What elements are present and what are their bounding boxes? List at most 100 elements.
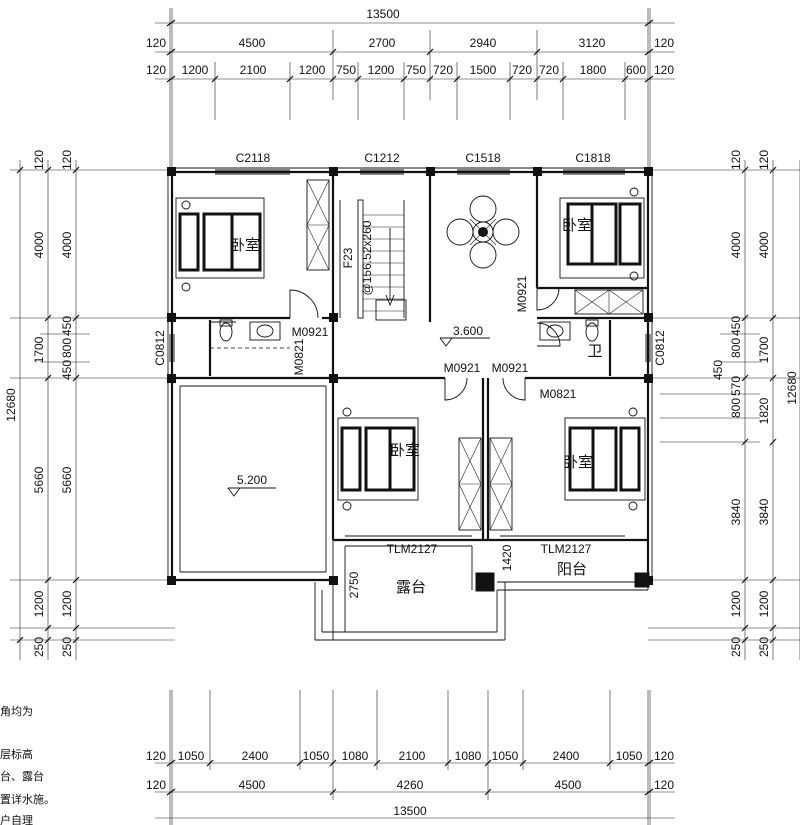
ceiling-lamp-icon xyxy=(446,195,520,269)
bot-r2-2: 4260 xyxy=(397,778,424,792)
left-i-0: 120 xyxy=(60,150,74,170)
left-i-3: 800 xyxy=(60,338,74,358)
top-r2-5: 1200 xyxy=(368,63,395,77)
window-c1212: C1212 xyxy=(364,151,400,165)
bot-r2-0: 120 xyxy=(146,778,166,792)
right-o-1: 4000 xyxy=(757,231,771,258)
right-o-3: 1820 xyxy=(757,397,771,424)
right-i-7: 3840 xyxy=(729,498,743,525)
right-i-0: 120 xyxy=(729,150,743,170)
level-roof: 5.200 xyxy=(227,473,276,497)
level-roof-text: 5.200 xyxy=(237,473,267,487)
room-terrace: 露台 xyxy=(396,578,426,596)
right-i-3: 800 xyxy=(729,338,743,358)
left-o-3: 5660 xyxy=(32,466,46,493)
bed-se xyxy=(564,407,646,511)
top-total: 13500 xyxy=(366,7,400,21)
left-i-4: 450 xyxy=(60,360,74,380)
bot-r1-10: 120 xyxy=(654,749,674,763)
stair-label-1: F23 xyxy=(341,247,355,268)
left-dimensions: 12680 120 4000 1700 5660 1200 250 120 40… xyxy=(4,150,175,660)
right-o-6: 250 xyxy=(757,637,771,657)
window-c2118: C2118 xyxy=(236,151,271,165)
top-r2-1: 1200 xyxy=(182,63,209,77)
stair-label-2: @156.52x260 xyxy=(360,220,374,295)
room-bedroom-nw: 卧室 xyxy=(230,236,260,254)
door-m0921-d: M0921 xyxy=(492,361,529,375)
bot-r2-3: 4500 xyxy=(555,778,582,792)
top-r2-12: 600 xyxy=(626,63,646,77)
dim-2750: 2750 xyxy=(347,571,361,598)
left-total: 12680 xyxy=(4,388,18,422)
columns xyxy=(167,167,653,592)
top-r2-6: 750 xyxy=(406,63,426,77)
left-i-1: 4000 xyxy=(60,231,74,258)
bot-r1-7: 1050 xyxy=(492,749,519,763)
right-o-4: 3840 xyxy=(757,498,771,525)
windows: C2118 C1212 C1518 C1818 C0812 C0812 xyxy=(153,151,667,366)
level-hall-text: 3.600 xyxy=(453,324,483,338)
bot-r2-1: 4500 xyxy=(239,778,266,792)
right-dimensions: 12680 120 4000 1700 1820 3840 1200 250 1… xyxy=(648,150,800,660)
bot-r1-6: 1080 xyxy=(455,749,482,763)
left-i-2: 450 xyxy=(60,316,74,336)
right-i-6: 800 xyxy=(729,398,743,418)
top-r1-2: 2700 xyxy=(369,36,396,50)
left-o-2: 1700 xyxy=(32,336,46,363)
door-m0921-c: M0921 xyxy=(444,361,481,375)
wardrobes xyxy=(306,179,644,531)
right-i-8: 1200 xyxy=(729,590,743,617)
window-c0812-right: C0812 xyxy=(653,330,667,366)
window-c1518: C1518 xyxy=(465,151,501,165)
right-o-5: 1200 xyxy=(757,590,771,617)
note-line-5: 户自理 xyxy=(0,813,33,825)
top-r2-2: 2100 xyxy=(240,63,267,77)
top-r2-7: 720 xyxy=(433,63,453,77)
bot-r1-5: 2100 xyxy=(399,749,426,763)
room-bedroom-se: 卧室 xyxy=(563,453,593,471)
left-i-6: 1200 xyxy=(60,590,74,617)
top-r1-4: 3120 xyxy=(579,36,606,50)
window-c0812-left: C0812 xyxy=(153,330,167,366)
note-line-3: 台、露台 xyxy=(0,769,44,783)
right-o-2: 1700 xyxy=(757,336,771,363)
left-o-5: 250 xyxy=(32,637,46,657)
bot-r1-0: 120 xyxy=(146,749,166,763)
notes: 角均为 层标高 台、露台 置详水施。 户自理 xyxy=(0,705,55,825)
door-tlm-right: TLM2127 xyxy=(541,542,592,556)
bottom-dimensions: 120 1050 2400 1050 1080 2100 1080 1050 2… xyxy=(146,690,675,825)
room-bedroom-ne: 卧室 xyxy=(562,216,592,234)
bot-r2-4: 120 xyxy=(654,778,674,792)
right-o-0: 120 xyxy=(757,150,771,170)
bed-c xyxy=(337,407,419,511)
bed-nw xyxy=(175,197,265,292)
note-line-0: 角均为 xyxy=(0,705,33,718)
bath-west-fixtures xyxy=(210,319,290,349)
bot-r1-1: 1050 xyxy=(178,749,205,763)
stair: F23 @156.52x260 xyxy=(341,199,407,321)
top-r2-8: 1500 xyxy=(470,63,497,77)
left-i-7: 250 xyxy=(60,637,74,657)
note-line-2: 层标高 xyxy=(0,747,33,761)
right-i-1: 4000 xyxy=(729,231,743,258)
top-r2-10: 720 xyxy=(539,63,559,77)
top-r1-3: 2940 xyxy=(470,36,497,50)
doors: M0921 M0821 M0921 M0921 M0921 M0821 TLM2… xyxy=(210,275,625,556)
right-i-9: 250 xyxy=(729,637,743,657)
door-m0921-b: M0921 xyxy=(515,275,529,312)
door-m0921-a: M0921 xyxy=(292,325,329,339)
right-i-5: 570 xyxy=(729,376,743,396)
bot-r1-9: 1050 xyxy=(616,749,643,763)
top-r1-1: 4500 xyxy=(239,36,266,50)
top-r2-4: 750 xyxy=(336,63,356,77)
door-m0821-a: M0821 xyxy=(292,338,306,375)
note-line-4: 置详水施。 xyxy=(0,792,55,806)
top-r1-0: 120 xyxy=(146,36,166,50)
bot-r1-2: 2400 xyxy=(242,749,269,763)
room-balcony: 阳台 xyxy=(557,560,587,578)
right-i-2: 450 xyxy=(729,316,743,336)
top-r2-0: 120 xyxy=(146,63,166,77)
top-r1-5: 120 xyxy=(654,36,674,50)
bath-east-fixtures xyxy=(539,319,611,376)
